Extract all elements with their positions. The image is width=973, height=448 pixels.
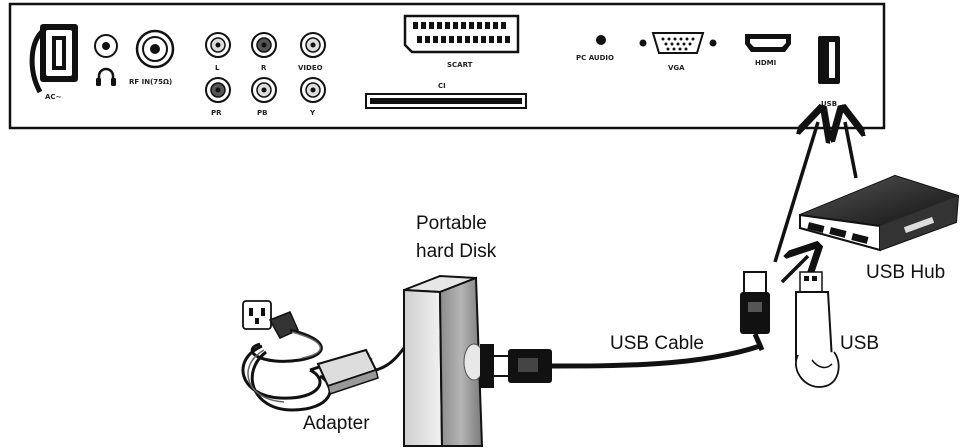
usb-hub-device — [799, 174, 960, 252]
portable-hard-disk — [403, 274, 494, 447]
label-vga: VGA — [668, 64, 685, 72]
label-pc-audio: PC AUDIO — [576, 54, 614, 62]
label-hard-disk: hard Disk — [416, 241, 497, 262]
label-usb-hub: USB Hub — [866, 262, 945, 283]
rca-port-l: L — [205, 32, 231, 72]
label-l: L — [215, 64, 220, 72]
scart-port: SCART — [403, 14, 520, 69]
label-video: VIDEO — [298, 64, 323, 72]
rca-port-r: R — [251, 32, 277, 72]
pc-audio-port: PC AUDIO — [576, 35, 614, 62]
headphone-jack — [94, 34, 118, 86]
label-usb-port: USB — [821, 100, 837, 108]
rf-in-port: RF IN(75Ω) — [129, 29, 175, 86]
arrow-stick-to-hub — [780, 256, 808, 284]
label-hdmi: HDMI — [755, 59, 776, 67]
ac-power-socket: AC~ — [29, 24, 78, 101]
usb-cable-plug-right — [740, 271, 770, 352]
label-pb: PB — [257, 109, 267, 117]
connection-arrows — [773, 122, 856, 284]
tv-back-panel: AC~ RF IN(75Ω) L R — [8, 2, 886, 130]
vga-port: VGA — [639, 32, 717, 72]
label-portable: Portable — [416, 213, 487, 234]
power-adapter — [241, 300, 406, 412]
rca-port-video: VIDEO — [298, 32, 326, 72]
label-pr: PR — [211, 109, 222, 117]
label-ci: CI — [438, 82, 446, 90]
usb-cable — [492, 343, 761, 383]
rca-port-pb: PB — [251, 77, 277, 117]
label-usb: USB — [840, 333, 879, 354]
usb-flash-drive — [795, 271, 840, 388]
label-rf-in: RF IN(75Ω) — [129, 78, 172, 86]
arrow-cable-to-usb — [773, 122, 818, 263]
label-adapter: Adapter — [303, 413, 370, 434]
label-ac: AC~ — [45, 93, 62, 101]
label-y: Y — [309, 109, 316, 117]
label-r: R — [261, 64, 267, 72]
rca-port-y: Y — [300, 77, 326, 117]
label-usb-cable: USB Cable — [610, 333, 704, 354]
hdmi-port: HDMI — [745, 34, 791, 67]
rca-port-pr: PR — [205, 77, 231, 117]
ci-slot: CI — [365, 82, 527, 109]
label-scart: SCART — [447, 61, 473, 69]
arrow-hub-to-usb — [845, 122, 856, 179]
